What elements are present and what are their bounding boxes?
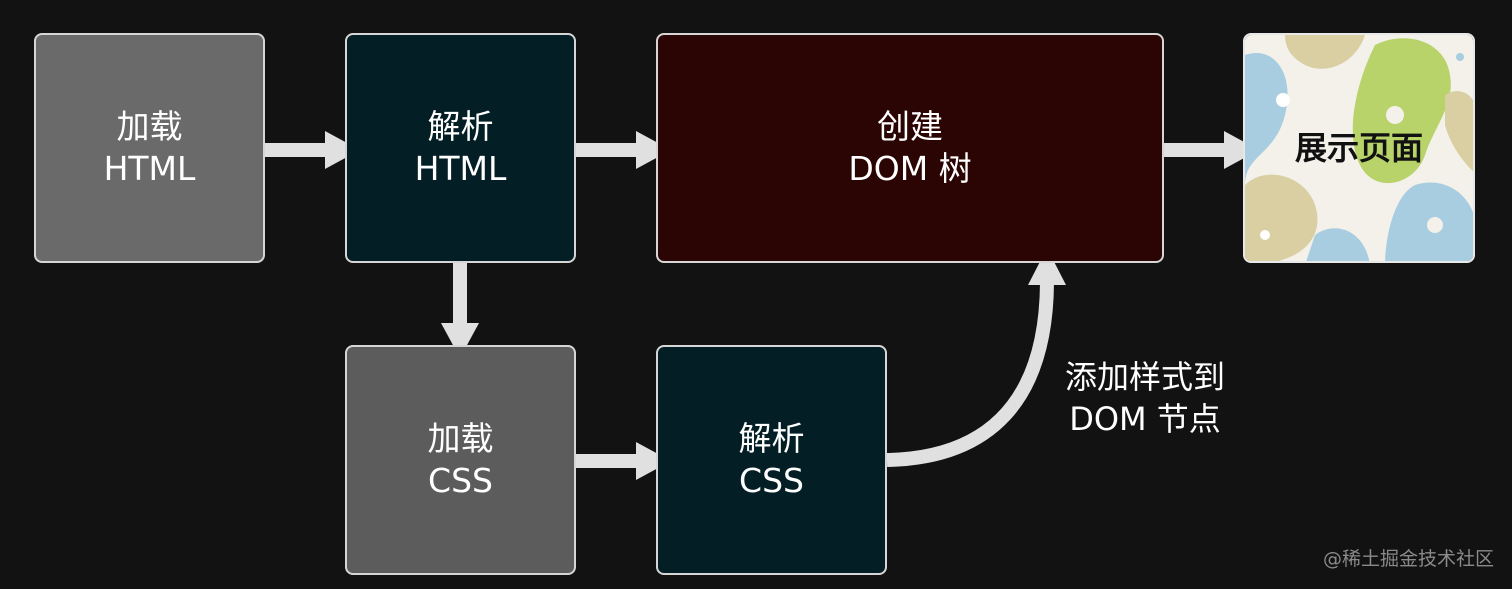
load-html-step: 加载 HTML (34, 33, 265, 263)
arrow-parse-html-to-load-css (441, 263, 479, 358)
create-dom-line2: DOM 树 (848, 149, 972, 188)
load-css-line2: CSS (428, 461, 493, 500)
create-dom-line1: 创建 (877, 107, 943, 146)
parse-css-line1: 解析 (738, 419, 805, 458)
arrow-parse-css-to-dom (886, 248, 1066, 467)
show-page-label: 展示页面 (1294, 129, 1423, 167)
arrow-load-to-parse-css (576, 442, 671, 480)
arrow-dom-to-page (1164, 131, 1259, 169)
add-styles-annotation: 添加样式到 DOM 节点 (1040, 356, 1250, 440)
parse-html-step: 解析 HTML (345, 33, 576, 263)
annotation-line1: 添加样式到 (1064, 358, 1225, 396)
parse-css-line2: CSS (739, 461, 804, 500)
annotation-line2: DOM 节点 (1069, 400, 1221, 438)
arrow-parse-html-to-dom (576, 131, 671, 169)
load-css-line1: 加载 (427, 419, 494, 458)
parse-html-line1: 解析 (427, 107, 494, 146)
arrow-load-to-parse-html (265, 131, 360, 169)
create-dom-step: 创建 DOM 树 (656, 33, 1164, 263)
parse-html-line2: HTML (414, 149, 507, 188)
load-css-step: 加载 CSS (345, 345, 576, 575)
parse-css-step: 解析 CSS (656, 345, 887, 575)
watermark: @稀土掘金技术社区 (1322, 548, 1494, 570)
show-page-step: 展示页面 (1243, 33, 1475, 263)
load-html-line2: HTML (103, 149, 196, 188)
load-html-line1: 加载 (116, 107, 183, 146)
page-pattern-image (1245, 35, 1473, 261)
